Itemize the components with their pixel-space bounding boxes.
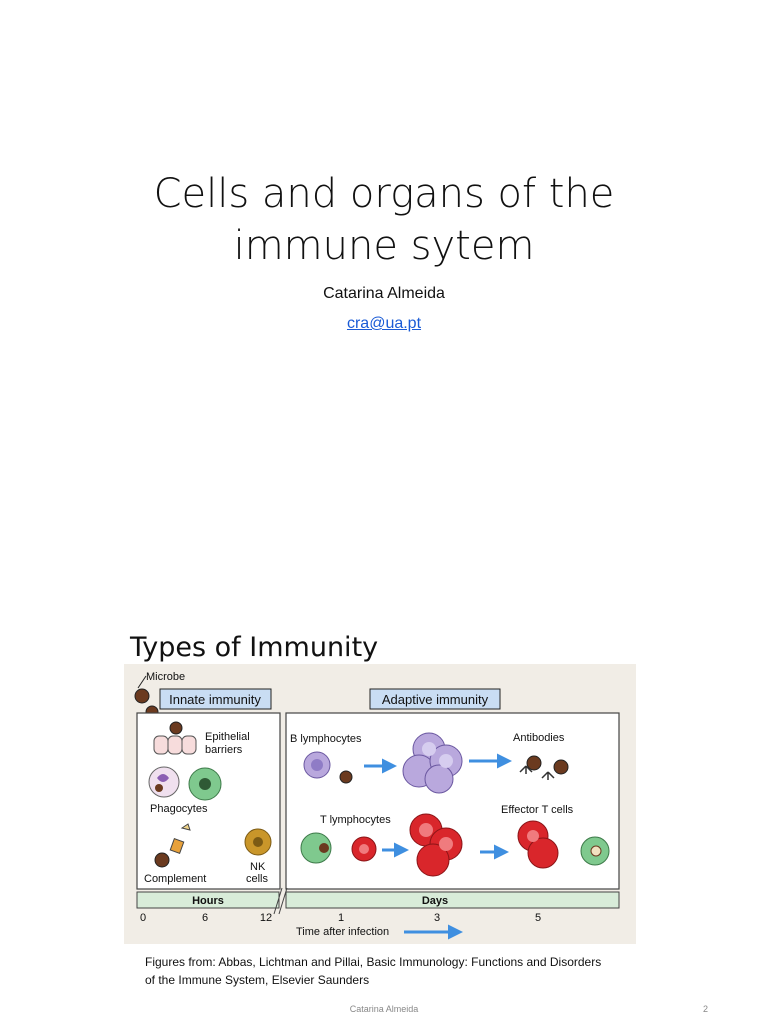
effector-t-cells-label: Effector T cells [501,804,574,816]
epithelial-label-2: barriers [205,744,243,756]
hours-bar [136,891,280,909]
phagocyte-icon [148,766,222,801]
microbe-pointer [137,675,147,689]
innate-heading: Innate immunity [169,692,261,707]
antibody-icon [519,755,569,780]
adaptive-panel [285,712,620,890]
slide-title-line-1: Cells and organs of the [153,171,615,217]
immunity-figure: Microbe Innate immunity Adaptive immunit… [124,664,636,944]
page-number: 2 [703,1004,709,1014]
microbe-label: Microbe [146,671,185,683]
b-lymphocytes-label: B lymphocytes [290,733,362,745]
figure-caption: Figures from: Abbas, Lichtman and Pillai… [145,955,602,987]
slide2-title: Types of Immunity [130,632,379,663]
days-bar [285,891,620,909]
days-label: Days [422,895,448,907]
footer-author: Catarina Almeida [349,1004,419,1014]
effector-t-cell-icon [517,820,610,869]
complement-label: Complement [144,873,206,885]
email-link[interactable]: cra@ua.pt [346,315,422,332]
t-lymphocyte-icon [300,832,377,864]
innate-heading-box [159,688,272,710]
epithelial-label-1: Epithelial [205,731,250,743]
tick-6: 6 [202,912,208,924]
nk-label-1: NK [250,861,266,873]
antibodies-label: Antibodies [513,732,565,744]
t-lymphocytes-label: T lymphocytes [320,814,391,826]
complement-icon [154,823,191,868]
tick-3: 3 [434,912,440,924]
phagocytes-label: Phagocytes [150,803,208,815]
slide-title: Cells and organs of the immune sytem [0,168,768,272]
immunity-diagram: Microbe Innate immunity Adaptive immunit… [134,671,620,940]
b-cell-cluster-icon [402,732,463,794]
adaptive-heading: Adaptive immunity [382,692,489,707]
tick-5: 5 [535,912,541,924]
tick-1: 1 [338,912,344,924]
author-name: Catarina Almeida [323,285,445,302]
nk-cell-icon [244,828,272,856]
email-container: cra@ua.pt [0,315,768,333]
tick-12: 12 [260,912,272,924]
nk-label-2: cells [246,873,269,885]
tick-0: 0 [140,912,146,924]
t-cell-cluster-icon [409,813,463,877]
time-after-infection-label: Time after infection [296,926,389,938]
adaptive-heading-box [369,688,501,710]
hours-label: Hours [192,895,224,907]
b-lymphocyte-icon [303,751,353,784]
epithelial-barrier-icon [153,721,197,755]
slide-title-line-2: immune sytem [233,223,535,269]
